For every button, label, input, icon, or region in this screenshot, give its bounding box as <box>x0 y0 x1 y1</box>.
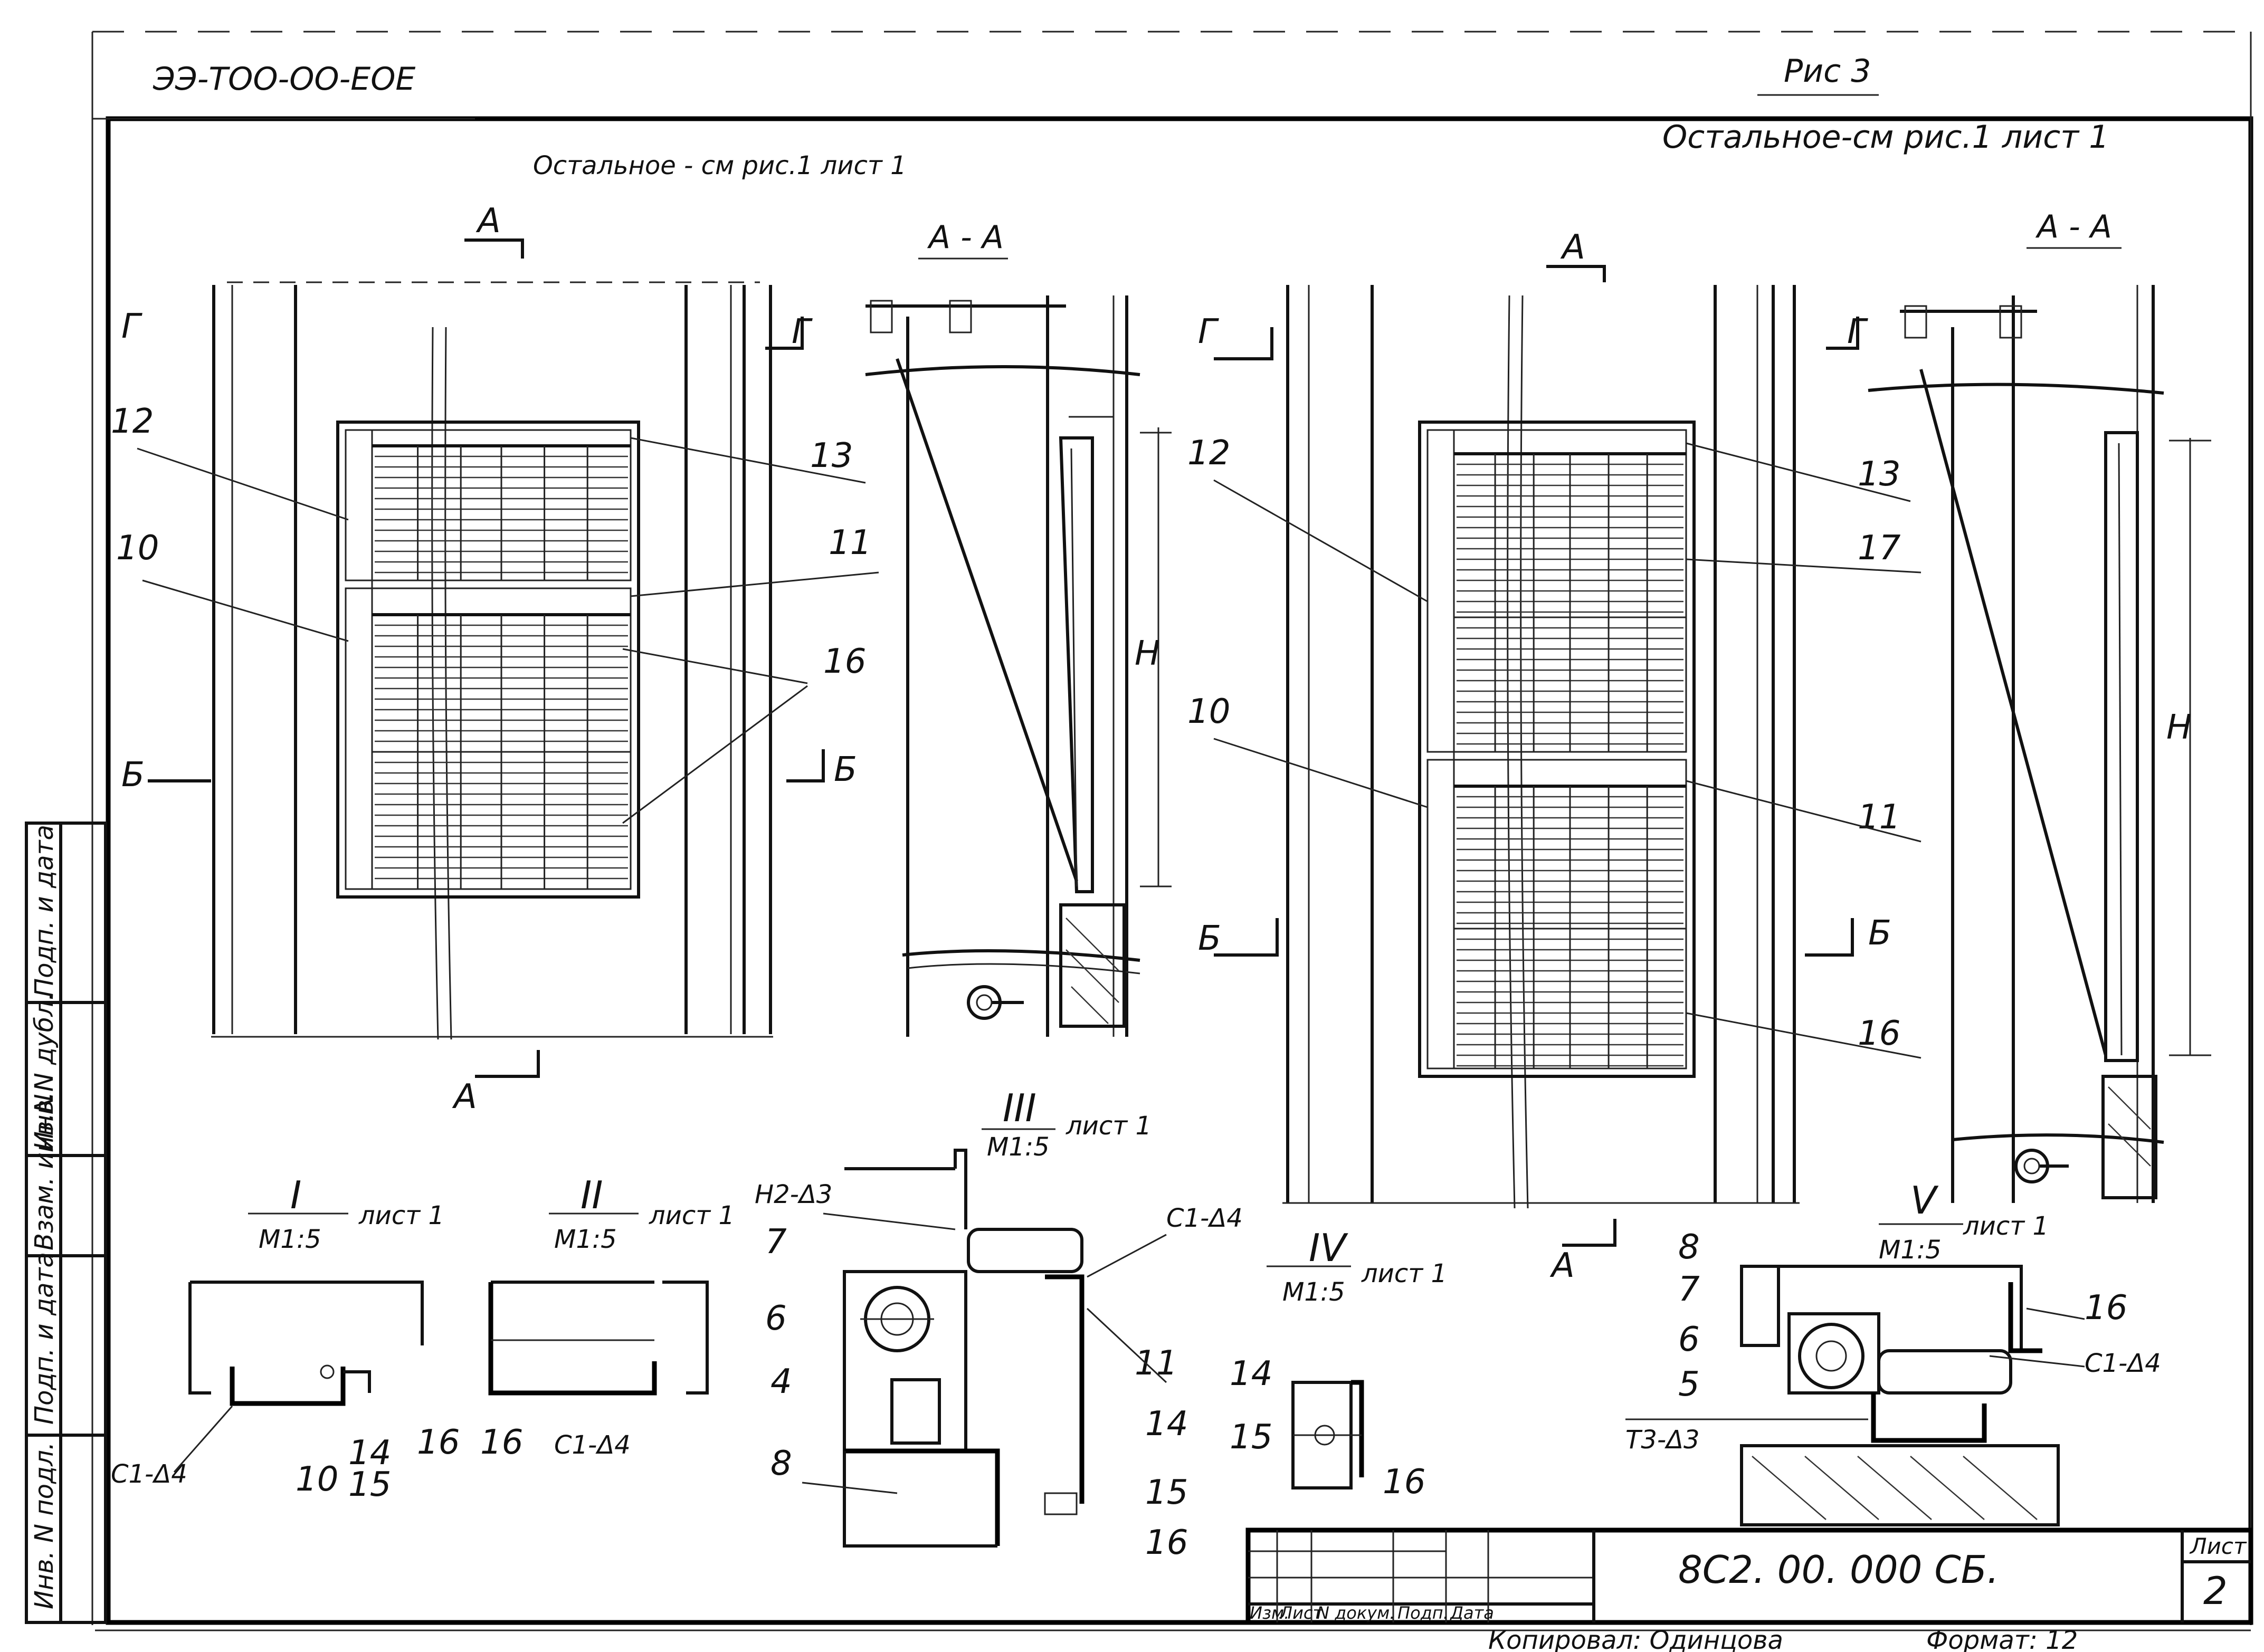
section-aa-right-title: А - А <box>2035 208 2112 245</box>
callout-13-left: 13 <box>810 436 853 475</box>
drawing-designation: 8С2. 00. 000 СБ. <box>1678 1548 1999 1592</box>
detail-I-label-14: 14 <box>348 1434 391 1473</box>
detail-III-label-14: 14 <box>1145 1405 1188 1444</box>
callout-12-right: 12 <box>1187 434 1230 473</box>
detail-II-label-16: 16 <box>480 1423 523 1462</box>
sheet-number: 2 <box>2203 1569 2228 1613</box>
section-mark-b-left-2: Б <box>834 750 857 789</box>
detail-IV-sheet: лист 1 <box>1361 1259 1447 1288</box>
sheet-frame <box>91 31 2253 1631</box>
detail-V: V М1:5 лист 1 8 7 6 5 Т3-Δ3 16 С1-Δ4 <box>1625 1178 2161 1526</box>
detail-III-label-c1: С1-Δ4 <box>1166 1204 1243 1233</box>
section-aa-left-title: А - А <box>927 219 1004 256</box>
section-mark-a-bottom-right: А <box>1549 1246 1575 1285</box>
detail-II: II М1:5 лист 1 16 С1-Δ4 <box>480 1173 735 1462</box>
side-strip: Инв. N подл. Подп. и дата Взам. инв.N Ин… <box>25 822 107 1624</box>
sheet-label: Лист <box>2189 1533 2247 1559</box>
detail-III-label-6: 6 <box>765 1299 787 1338</box>
section-mark-b-right-2: Б <box>1868 914 1891 953</box>
detail-IV: IV М1:5 лист 1 14 15 16 <box>1230 1226 1447 1502</box>
detail-III-label-16: 16 <box>1145 1523 1188 1562</box>
detail-III-label-11: 11 <box>1135 1344 1177 1383</box>
detail-III-label-n2: Н2-Δ3 <box>755 1180 832 1209</box>
right-front-view: А А Г Б Б 12 10 13 17 11 16 <box>1187 228 1921 1285</box>
dim-h-right: Н <box>2166 708 2192 747</box>
side-strip-cell-5: Подп. и дата <box>30 825 59 997</box>
callout-12-left: 12 <box>111 402 154 441</box>
detail-III-label-15: 15 <box>1145 1473 1188 1512</box>
detail-I-label-15: 15 <box>348 1465 391 1504</box>
detail-V-sheet: лист 1 <box>1963 1211 2049 1241</box>
callout-11-left: 11 <box>829 523 871 562</box>
detail-V-label-c1: С1-Δ4 <box>2085 1349 2161 1378</box>
side-strip-cell-4: Инв.N дубл. <box>30 992 59 1150</box>
detail-III: III М1:5 лист 1 Н2-Δ3 С1-Δ4 7 6 4 11 8 1… <box>755 1086 1243 1562</box>
callout-17-right: 17 <box>1858 529 1901 568</box>
detail-IV-scale: М1:5 <box>1282 1277 1345 1307</box>
detail-III-title: III <box>1003 1086 1036 1130</box>
section-mark-g-right: Г <box>1198 312 1219 351</box>
drawing-code-topleft: ЭЭ-ТОО-ОО-ЕОЕ <box>153 61 415 98</box>
detail-II-sheet: лист 1 <box>649 1201 735 1230</box>
detail-V-title: V <box>1910 1178 1939 1223</box>
detail-IV-label-15: 15 <box>1230 1418 1272 1457</box>
title-block-col-data: Дата <box>1449 1603 1494 1623</box>
side-strip-cell-2: Подп. и дата <box>30 1252 59 1425</box>
section-mark-g-left: Г <box>121 307 142 346</box>
detail-V-label-t3: Т3-Δ3 <box>1625 1425 1700 1455</box>
left-section-aa: А - А Н Г <box>765 219 1172 1037</box>
title-block-col-ndoc: N докум. <box>1317 1603 1395 1623</box>
detail-III-scale: М1:5 <box>987 1132 1050 1162</box>
detail-III-label-8: 8 <box>770 1444 792 1483</box>
detail-IV-label-14: 14 <box>1230 1354 1272 1393</box>
title-block-col-izm: Изм. <box>1250 1603 1289 1623</box>
title-block: Изм. Лист N докум. Подп. Дата 8С2. 00. 0… <box>1245 1527 2253 1652</box>
detail-I-sheet: лист 1 <box>358 1201 444 1230</box>
detail-II-scale: М1:5 <box>554 1225 617 1254</box>
section-mark-b-right: Б <box>1198 919 1221 958</box>
title-block-col-list: Лист <box>1279 1603 1323 1623</box>
detail-IV-label-16: 16 <box>1383 1463 1425 1502</box>
section-mark-a-bottom-left: А <box>452 1077 477 1116</box>
section-mark-b-left: Б <box>121 756 145 795</box>
detail-V-scale: М1:5 <box>1879 1235 1942 1265</box>
callout-13-right: 13 <box>1858 455 1900 494</box>
detail-II-title: II <box>581 1173 603 1217</box>
detail-III-label-4: 4 <box>770 1362 792 1401</box>
section-mark-a-top-right: А <box>1560 228 1585 267</box>
detail-I-title: I <box>290 1173 301 1217</box>
title-block-col-podp: Подп. <box>1397 1603 1449 1623</box>
detail-I: I М1:5 лист 1 С1-Δ4 10 14 15 16 <box>111 1173 460 1504</box>
side-strip-cell-1: Инв. N подл. <box>30 1442 59 1609</box>
callout-16-left: 16 <box>823 642 866 681</box>
detail-V-label-16: 16 <box>2085 1288 2127 1328</box>
note-left: Остальное - см рис.1 лист 1 <box>533 151 907 180</box>
detail-V-label-8: 8 <box>1678 1228 1700 1267</box>
detail-III-sheet: лист 1 <box>1066 1111 1152 1141</box>
detail-III-label-7: 7 <box>765 1223 787 1262</box>
callout-10-left: 10 <box>116 529 159 568</box>
detail-II-label-c1: С1-Δ4 <box>554 1430 631 1460</box>
detail-I-label-c1: С1-Δ4 <box>111 1459 187 1489</box>
figure-label: Рис 3 <box>1784 53 1871 90</box>
right-section-aa: А - А Н Г <box>1826 208 2211 1203</box>
detail-I-scale: М1:5 <box>259 1225 321 1254</box>
side-strip-cell-3: Взам. инв.N <box>30 1094 59 1250</box>
detail-I-label-16: 16 <box>417 1423 460 1462</box>
dim-h-left: Н <box>1135 634 1160 673</box>
detail-IV-title: IV <box>1309 1226 1348 1270</box>
detail-V-label-5: 5 <box>1678 1365 1700 1404</box>
detail-V-label-6: 6 <box>1678 1320 1700 1359</box>
left-front-view: А А Г Б Б 12 10 13 11 16 <box>111 202 879 1116</box>
copied-by: Копировал: Одинцова <box>1488 1626 1783 1652</box>
format-label: Формат: 12 <box>1926 1626 2078 1652</box>
callout-10-right: 10 <box>1187 692 1230 731</box>
note-right: Остальное-см рис.1 лист 1 <box>1662 119 2109 156</box>
section-mark-a-top-left: А <box>475 202 501 241</box>
detail-I-label-10: 10 <box>296 1460 338 1499</box>
detail-V-label-7: 7 <box>1678 1270 1700 1309</box>
